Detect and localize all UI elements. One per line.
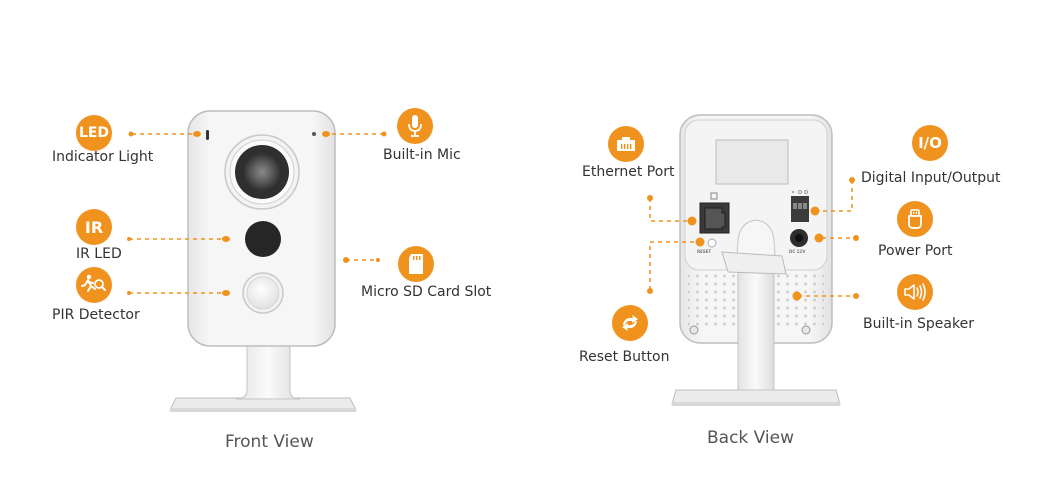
back-stand (737, 269, 775, 391)
back-leader-lines (649, 180, 856, 297)
front-leader-dots (127, 131, 387, 296)
reset-hole-part (707, 238, 717, 248)
front-camera (169, 110, 357, 412)
front-leader-lines (129, 133, 383, 294)
reset-icon (612, 305, 648, 341)
built-in-speaker-label: Built-in Speaker (863, 316, 974, 332)
sd-card-icon (398, 246, 434, 282)
pir-sensor-part (246, 276, 280, 310)
micro-sd-slot-label: Micro SD Card Slot (361, 284, 492, 300)
pir-detector-label: PIR Detector (52, 307, 140, 323)
back-base (671, 389, 841, 405)
front-view-caption: Front View (225, 432, 314, 452)
mic-hole-part (312, 132, 316, 136)
built-in-mic-label: Built-in Mic (383, 147, 461, 163)
indicator-light-label: Indicator Light (52, 149, 154, 165)
reset-port-label: RESET (697, 249, 711, 254)
ir-led-label: IR LED (76, 246, 122, 262)
dc-port-label: DC 12V (789, 249, 806, 254)
back-view-caption: Back View (707, 428, 795, 448)
ethernet-port-label: Ethernet Port (582, 164, 675, 180)
led-icon: LED (76, 115, 112, 151)
indicator-led-part (206, 130, 209, 140)
ir-led-part (245, 221, 281, 257)
io-icon: I/O (912, 125, 948, 161)
label-plate (715, 139, 789, 185)
front-stand (235, 344, 301, 400)
digital-io-label: Digital Input/Output (861, 170, 1001, 186)
power-plug-icon (897, 201, 933, 237)
ir-icon: IR (76, 209, 112, 245)
running-person-search-icon (76, 267, 112, 303)
ethernet-icon (608, 126, 644, 162)
reset-button-label: Reset Button (579, 349, 670, 365)
speaker-icon (897, 274, 933, 310)
microphone-icon (397, 108, 433, 144)
power-port-label: Power Port (878, 243, 953, 259)
back-leader-dots (647, 177, 859, 301)
back-camera: RESET DC 12V (671, 114, 841, 406)
